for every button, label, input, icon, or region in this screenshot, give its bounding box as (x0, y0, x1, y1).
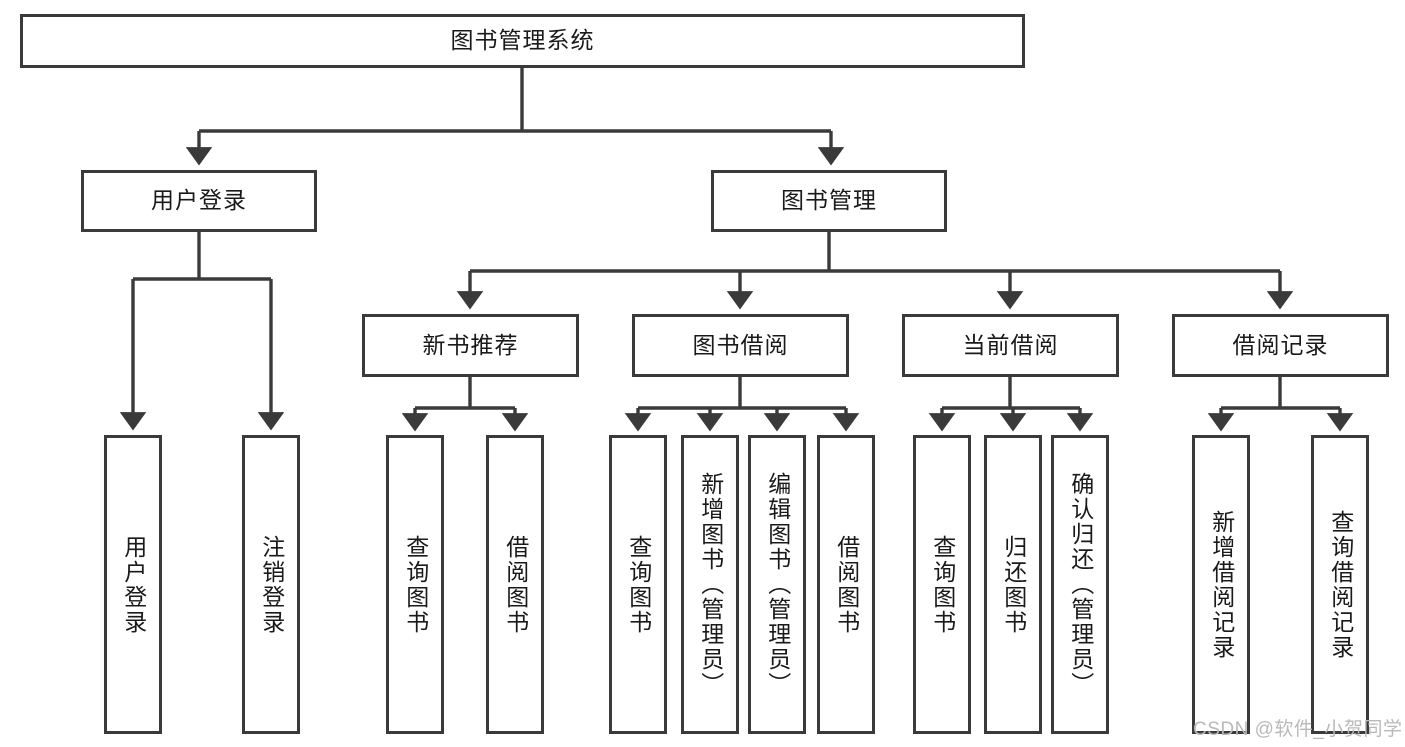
node-leaf-query-book-cur[interactable]: 查询图书 (913, 435, 971, 734)
node-book-manage-label: 图书管理 (781, 187, 877, 214)
node-leaf-return-book[interactable]: 归还图书 (984, 435, 1042, 734)
node-leaf-borrow-book[interactable]: 借阅图书 (817, 435, 875, 734)
node-leaf-add-book[interactable]: 新增图书（管理员） (681, 435, 739, 734)
node-borrow-record-label: 借阅记录 (1232, 331, 1329, 358)
node-user-login[interactable]: 用户登录 (81, 170, 317, 232)
node-leaf-confirm-return-label: 确认归还（管理员） (1067, 472, 1094, 697)
node-leaf-query-record[interactable]: 查询借阅记录 (1311, 435, 1369, 734)
node-leaf-logout-label: 注销登录 (258, 534, 285, 635)
node-leaf-query-book-rec-label: 查询图书 (402, 534, 429, 635)
node-book-borrow[interactable]: 图书借阅 (632, 314, 849, 377)
node-leaf-add-book-label: 新增图书（管理员） (697, 472, 724, 697)
node-leaf-query-book-borrow-label: 查询图书 (625, 534, 652, 635)
node-leaf-borrow-book-label: 借阅图书 (833, 534, 860, 635)
node-borrow-record[interactable]: 借阅记录 (1172, 314, 1389, 377)
node-leaf-confirm-return[interactable]: 确认归还（管理员） (1051, 435, 1109, 734)
node-leaf-query-record-label: 查询借阅记录 (1327, 509, 1354, 660)
node-leaf-add-record[interactable]: 新增借阅记录 (1192, 435, 1250, 734)
node-leaf-query-book-rec[interactable]: 查询图书 (386, 435, 444, 734)
node-new-book-recommend[interactable]: 新书推荐 (362, 314, 579, 377)
node-current-borrow-label: 当前借阅 (962, 331, 1059, 358)
node-root[interactable]: 图书管理系统 (20, 14, 1025, 68)
node-leaf-query-book-borrow[interactable]: 查询图书 (609, 435, 667, 734)
node-leaf-user-login-label: 用户登录 (120, 534, 147, 635)
node-leaf-edit-book[interactable]: 编辑图书（管理员） (748, 435, 806, 734)
csdn-watermark: CSDN @软件_小贺同学 (1193, 719, 1403, 740)
node-leaf-query-book-cur-label: 查询图书 (929, 534, 956, 635)
node-leaf-borrow-book-rec-label: 借阅图书 (502, 534, 529, 635)
node-leaf-logout[interactable]: 注销登录 (242, 435, 300, 734)
node-user-login-label: 用户登录 (151, 187, 247, 214)
node-book-borrow-label: 图书借阅 (692, 331, 789, 358)
node-leaf-add-record-label: 新增借阅记录 (1208, 509, 1235, 660)
node-current-borrow[interactable]: 当前借阅 (902, 314, 1119, 377)
node-leaf-user-login[interactable]: 用户登录 (104, 435, 162, 734)
node-book-manage[interactable]: 图书管理 (711, 170, 947, 232)
node-leaf-edit-book-label: 编辑图书（管理员） (764, 472, 791, 697)
node-root-label: 图书管理系统 (450, 27, 595, 54)
node-new-book-recommend-label: 新书推荐 (422, 331, 519, 358)
node-leaf-return-book-label: 归还图书 (1000, 534, 1027, 635)
node-leaf-borrow-book-rec[interactable]: 借阅图书 (486, 435, 544, 734)
